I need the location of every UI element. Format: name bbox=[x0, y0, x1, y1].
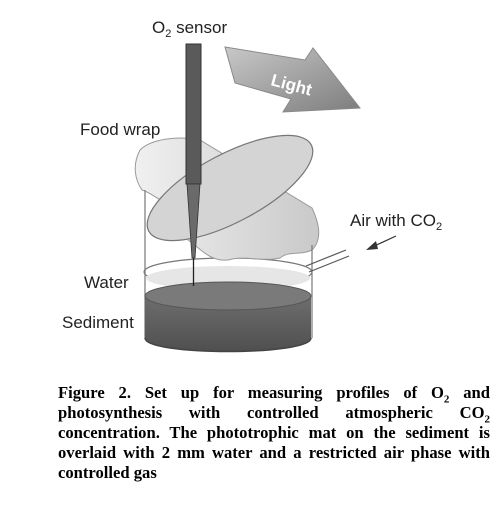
air-with-co2-label: Air with CO2 bbox=[350, 211, 442, 233]
water-label: Water bbox=[84, 273, 129, 292]
air-arrow bbox=[366, 235, 397, 250]
food-wrap-label: Food wrap bbox=[80, 120, 160, 139]
o2-sensor-label: O2 sensor bbox=[152, 18, 227, 40]
tilted-lid bbox=[146, 134, 314, 242]
air-tube bbox=[305, 249, 350, 273]
o2-sensor-probe bbox=[185, 43, 202, 286]
beaker-bottom bbox=[144, 337, 312, 353]
light-arrow: Light bbox=[224, 46, 361, 113]
sediment-label: Sediment bbox=[62, 313, 134, 332]
setup-diagram: Light O2 sensor Food wrap Air with CO2 W… bbox=[62, 18, 442, 353]
figure-caption: Figure 2. Set up for measuring profiles … bbox=[58, 383, 490, 482]
food-wrap bbox=[134, 134, 320, 261]
sediment-layer bbox=[144, 281, 312, 352]
